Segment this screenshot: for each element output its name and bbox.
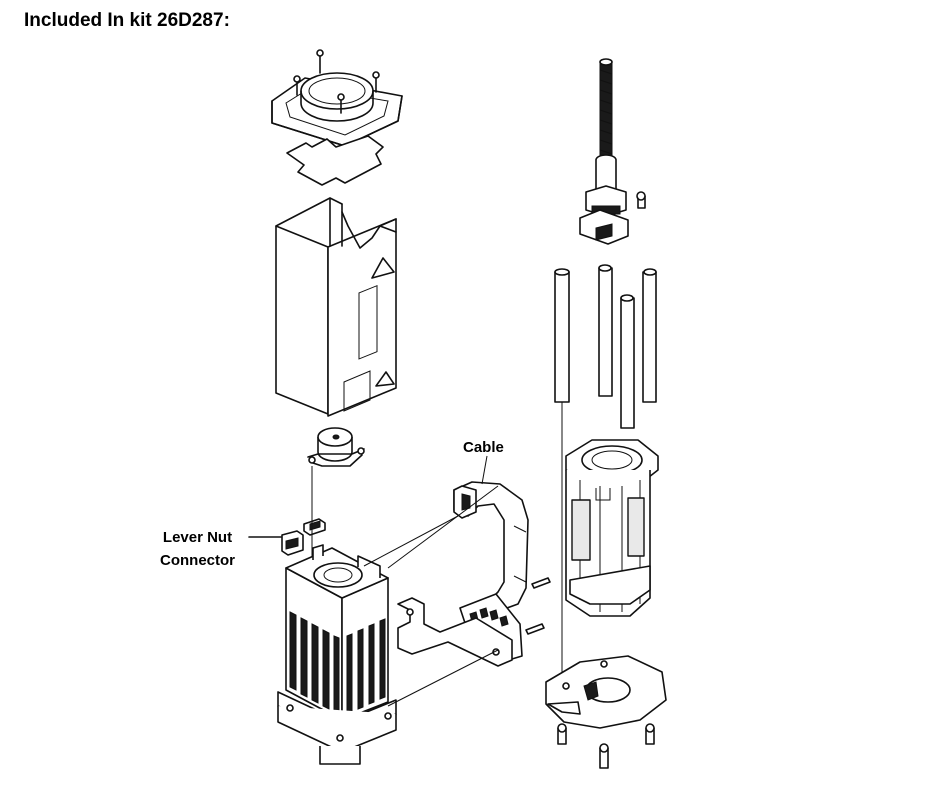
lever-nut-connector: [281, 518, 326, 556]
motor: [277, 544, 397, 765]
guide-rods: [554, 264, 657, 429]
motor-coupler: [307, 427, 365, 467]
cable-callout-label: Cable: [463, 439, 504, 456]
cover-gasket: [286, 135, 384, 186]
bracket-screws: [525, 577, 551, 635]
base-plate-screws: [557, 723, 655, 769]
actuator-housing: [565, 439, 659, 617]
base-plate: [545, 655, 667, 729]
lever-nut-label-line2: Connector: [160, 552, 235, 569]
kit-title: Included In kit 26D287:: [24, 10, 230, 31]
lever-nut-label-line1: Lever Nut: [162, 529, 233, 546]
top-cover-plate: [271, 72, 403, 147]
cable-leader-line: [481, 455, 488, 485]
lead-screw: [579, 58, 629, 245]
lead-screw-set-screw: [636, 191, 646, 209]
cover-screws: [293, 49, 380, 114]
lever-nut-connector-callout-label: Lever Nut Connector: [160, 526, 235, 572]
motor-shroud: [275, 197, 397, 417]
